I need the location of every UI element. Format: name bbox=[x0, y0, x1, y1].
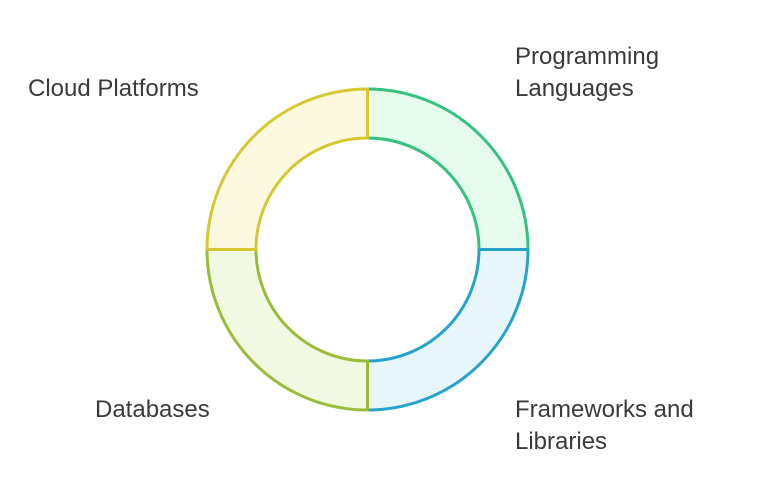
ring-segment-databases bbox=[205, 248, 369, 412]
label-cloud-platforms: Cloud Platforms bbox=[28, 75, 199, 102]
label-frameworks-and-libraries: Frameworks and Libraries bbox=[515, 396, 694, 455]
ring-segment-programming-languages bbox=[366, 87, 530, 251]
ring-segment-frameworks-and-libraries bbox=[366, 248, 530, 412]
label-databases: Databases bbox=[95, 396, 210, 423]
ring-segment-cloud-platforms bbox=[205, 87, 369, 251]
label-programming-languages: Programming Languages bbox=[515, 43, 660, 102]
